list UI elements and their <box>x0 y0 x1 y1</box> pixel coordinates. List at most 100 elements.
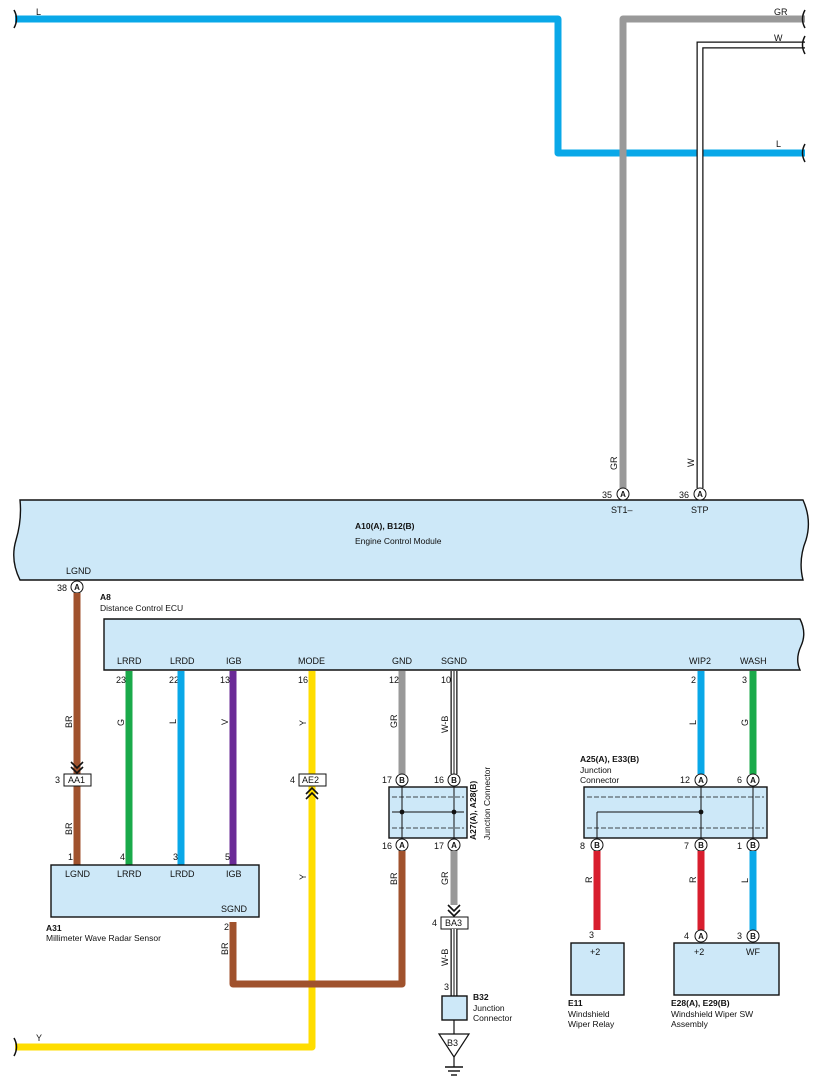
dcecu-pin-mode: MODE <box>298 656 325 666</box>
break-mark-gr-right <box>801 9 806 29</box>
wire-l-top <box>15 15 805 157</box>
conn-letter-jc-a25-1: B <box>750 841 756 850</box>
wire-code-y-mode: Y <box>298 720 308 726</box>
conn-circle-jc-a25-12 <box>694 773 708 787</box>
dcecu-pin-num-12: 12 <box>389 675 399 685</box>
dcecu-pin-num-3: 3 <box>742 675 747 685</box>
dcecu-pin-wip2: WIP2 <box>689 656 711 666</box>
wire-code-l-wip2: L <box>688 720 698 725</box>
ecm-pin-num-38: 38 <box>57 583 67 593</box>
dcecu-box <box>103 618 805 671</box>
b32-name1: Junction <box>473 1003 505 1013</box>
conn-letter-jc-17a: A <box>451 841 457 850</box>
e28-pin-num-3: 3 <box>737 931 742 941</box>
jc-a27-subtitle: Junction Connector <box>482 767 492 840</box>
break-mark-l-right <box>801 143 806 163</box>
wire-code-r-e11: R <box>584 876 594 883</box>
wire-code-br-radar: BR <box>220 942 230 955</box>
conn-letter-ecm-38: A <box>74 583 80 592</box>
radar-pin-num-5: 5 <box>225 852 230 862</box>
wire-code-g-lrrd: G <box>116 719 126 726</box>
jc-a25-pin-num-7: 7 <box>684 841 689 851</box>
ae2-box <box>298 773 327 787</box>
wire-code-l-right: L <box>776 139 781 149</box>
ae2-chevron <box>305 786 319 800</box>
jc-a25-pin-num-8: 8 <box>580 841 585 851</box>
jc-a27-pin-num-17a: 17 <box>434 841 444 851</box>
ground-b3-triangle <box>437 1033 471 1059</box>
dcecu-pin-num-23: 23 <box>116 675 126 685</box>
ae2-label: AE2 <box>302 775 319 785</box>
conn-letter-jc-a25-8: B <box>594 841 600 850</box>
wire-code-wb-sgnd: W-B <box>440 716 450 733</box>
conn-letter-jc-16a: A <box>399 841 405 850</box>
wire-code-gr-right: GR <box>774 7 788 17</box>
wire-code-br-lower: BR <box>64 822 74 835</box>
ba3-label: BA3 <box>445 918 462 928</box>
b32-id: B32 <box>473 992 489 1002</box>
jc-a25-pin-num-12: 12 <box>680 775 690 785</box>
radar-pin-lrdd: LRDD <box>170 869 195 879</box>
radar-box <box>50 864 260 918</box>
conn-circle-ecm-36 <box>693 487 707 501</box>
wire-code-v-igb: V <box>220 719 230 725</box>
dcecu-pin-num-22: 22 <box>169 675 179 685</box>
wire-code-r-e28: R <box>688 876 698 883</box>
jc-a27-pin-num-16b: 16 <box>434 775 444 785</box>
wire-code-l-lrdd: L <box>168 719 178 724</box>
radar-pin-lrrd: LRRD <box>117 869 142 879</box>
jc-a25-title: A25(A), E33(B) <box>580 754 639 764</box>
conn-circle-jc-17b <box>395 773 409 787</box>
e28-pin-num-4: 4 <box>684 931 689 941</box>
dcecu-name: Distance Control ECU <box>100 603 183 613</box>
e11-pin: +2 <box>590 947 600 957</box>
e11-name2: Wiper Relay <box>568 1019 615 1029</box>
wire-code-br-upper: BR <box>64 715 74 728</box>
jc-a25-name2: Connector <box>580 775 619 785</box>
dcecu-pin-num-13: 13 <box>220 675 230 685</box>
b32-box <box>441 995 468 1021</box>
dcecu-pin-num-16: 16 <box>298 675 308 685</box>
break-mark-w-right <box>801 35 806 55</box>
ecm-pin-lgnd: LGND <box>66 566 92 576</box>
dcecu-pin-wash: WASH <box>740 656 767 666</box>
break-mark-l-left <box>13 9 18 29</box>
dcecu-pin-sgnd: SGND <box>441 656 468 666</box>
aa1-num: 3 <box>55 775 60 785</box>
dcecu-pin-lrrd: LRRD <box>117 656 142 666</box>
e11-name1: Windshield <box>568 1009 610 1019</box>
wire-code-g-wash: G <box>740 719 750 726</box>
conn-letter-jc-17b: B <box>399 776 405 785</box>
wire-code-br-jc: BR <box>389 872 399 885</box>
jc-a27-pin-num-16a: 16 <box>382 841 392 851</box>
conn-letter-jc-a25-7: B <box>698 841 704 850</box>
aa1-box <box>63 773 92 787</box>
conn-letter-jc-16b: B <box>451 776 457 785</box>
dcecu-pin-num-2: 2 <box>691 675 696 685</box>
radar-pin-sgnd: SGND <box>221 904 248 914</box>
conn-circle-e28-4 <box>694 929 708 943</box>
wire-code-l-left: L <box>36 7 41 17</box>
wire-code-y-lower: Y <box>298 874 308 880</box>
conn-letter-ecm-36: A <box>697 490 703 499</box>
wire-br-sgnd <box>229 851 406 988</box>
wire-w-stp <box>696 41 805 488</box>
conn-circle-ecm-35 <box>616 487 630 501</box>
wire-code-w-right: W <box>774 33 783 43</box>
e28-name1: Windshield Wiper SW <box>671 1009 753 1019</box>
e28-box <box>673 942 780 996</box>
conn-letter-e28-4: A <box>698 932 704 941</box>
wire-code-wb-b32: W-B <box>440 949 450 966</box>
ecm-pin-num-35: 35 <box>602 490 612 500</box>
conn-letter-jc-a25-12: A <box>698 776 704 785</box>
e28-name2: Assembly <box>671 1019 709 1029</box>
radar-pin-num-4: 4 <box>120 852 125 862</box>
conn-circle-e28-3 <box>746 929 760 943</box>
conn-circle-jc-a25-6 <box>746 773 760 787</box>
ecm-pin-num-36: 36 <box>679 490 689 500</box>
aa1-chevron <box>70 761 84 775</box>
ecm-box <box>13 499 810 581</box>
ecm-title: A10(A), B12(B) <box>355 521 415 531</box>
b32-num: 3 <box>444 982 449 992</box>
